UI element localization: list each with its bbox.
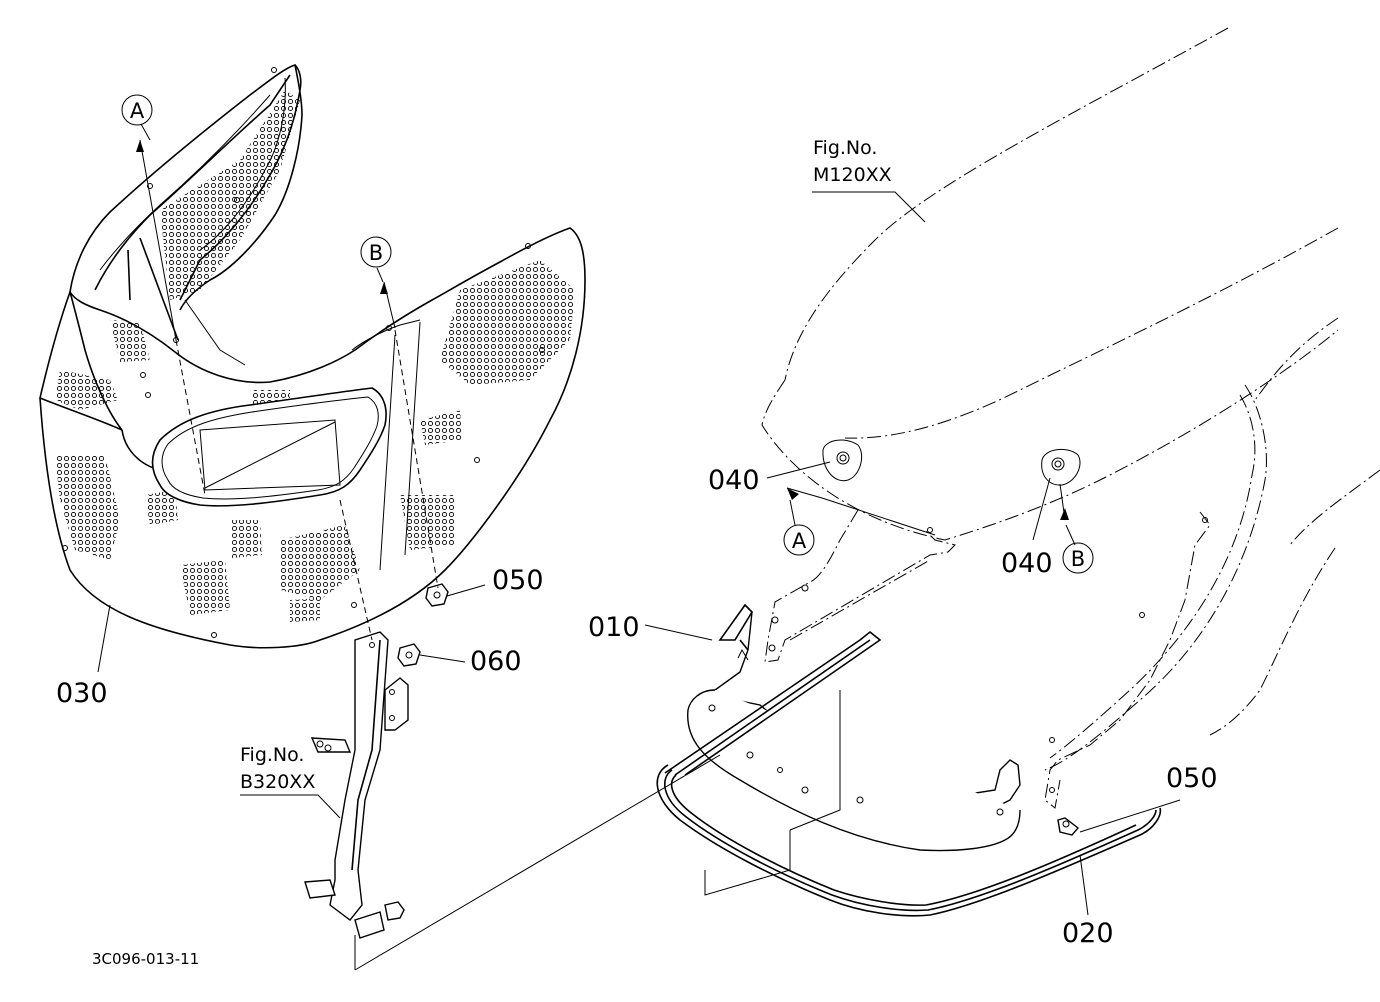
callout-a-left-letter: A [130, 99, 145, 123]
grommet-right [1041, 448, 1081, 486]
part-label-050-left: 050 [492, 565, 544, 596]
part-030-front-grille [39, 63, 586, 649]
bolt-060 [397, 643, 421, 667]
callout-a-right-letter: A [792, 529, 807, 553]
part-label-030: 030 [56, 678, 108, 709]
support-bracket [304, 631, 409, 939]
hood-outline [761, 27, 1380, 771]
bolt-bracket-bottom [384, 901, 405, 921]
bolt-050-right [1057, 817, 1080, 836]
part-label-040-left: 040 [708, 465, 760, 496]
part-label-010: 010 [588, 612, 640, 643]
callout-b-right-letter: B [1071, 547, 1085, 571]
rail-strip [664, 630, 882, 776]
fig-ref-b320xx: Fig.No. B320XX [240, 744, 315, 793]
reference-plane [704, 690, 841, 896]
part-label-050-right: 050 [1166, 763, 1218, 794]
drawing-number: 3C096-013-11 [92, 950, 199, 968]
part-020-rubber-seal [656, 764, 1162, 917]
fig-ref-b320xx-line1: Fig.No. [240, 744, 304, 766]
leader-lines [97, 123, 1181, 916]
assembly-lines [136, 139, 1069, 971]
callout-a-left: A [121, 94, 153, 126]
fig-ref-b320xx-line2: B320XX [240, 771, 315, 793]
hood-bracket-left [764, 509, 956, 663]
bolt-050-left [425, 583, 449, 607]
part-label-060: 060 [470, 646, 522, 677]
part-label-040-right: 040 [1001, 548, 1053, 579]
part-label-020: 020 [1062, 918, 1114, 949]
part-010-lower-frame [687, 603, 1021, 852]
callout-a-right: A [783, 524, 815, 556]
fig-ref-m120xx: Fig.No. M120XX [813, 137, 892, 186]
callout-b-left: B [360, 236, 392, 268]
fig-ref-m120xx-line1: Fig.No. [813, 137, 877, 159]
hood-bracket-right [1044, 511, 1211, 809]
callout-b-right: B [1062, 542, 1094, 574]
fig-ref-m120xx-line2: M120XX [813, 164, 892, 186]
grommet-left [822, 439, 863, 482]
callout-b-left-letter: B [369, 241, 383, 265]
